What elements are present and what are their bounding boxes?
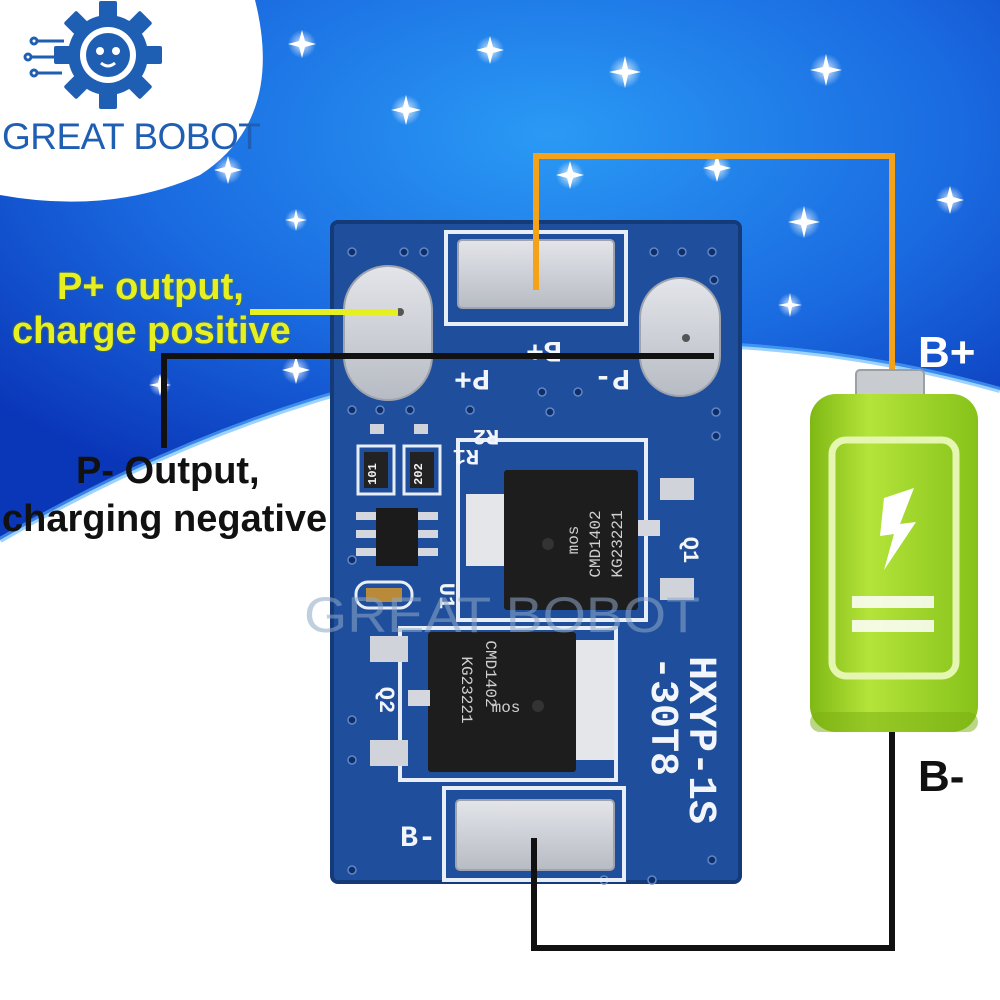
p-minus-callout-line2: charging negative bbox=[2, 498, 328, 540]
battery-positive-label: B+ bbox=[918, 328, 976, 377]
ref-u1: U1 bbox=[433, 583, 458, 609]
pad-label-p-minus: P- bbox=[594, 360, 630, 394]
resistor-r1 bbox=[356, 444, 396, 496]
ref-r1: R1 bbox=[453, 443, 479, 468]
battery-negative-label: B- bbox=[918, 752, 965, 801]
board-model-line1: HXYP-1S bbox=[677, 656, 722, 824]
battery-icon bbox=[810, 369, 978, 732]
ref-r2: R2 bbox=[473, 423, 499, 448]
capacitor bbox=[354, 580, 414, 610]
q2-brand: mos bbox=[492, 699, 521, 717]
pad-label-b-plus: B+ bbox=[526, 332, 562, 366]
resistor-codes: 101 202 bbox=[366, 463, 426, 485]
stars bbox=[149, 30, 964, 396]
pad-label-b-minus: B- bbox=[400, 822, 436, 856]
pad-label-p-plus: P+ bbox=[454, 360, 490, 394]
q1-brand: mos bbox=[565, 526, 583, 555]
code-r2: 202 bbox=[412, 463, 426, 485]
callout-line-p-minus bbox=[161, 353, 714, 448]
p-plus-callout-line1: P+ output, bbox=[57, 266, 244, 308]
board-model-line2: -30T8 bbox=[639, 656, 684, 776]
pad-p-plus bbox=[343, 265, 433, 401]
gear-logo-icon bbox=[23, 1, 162, 109]
ref-q1: Q1 bbox=[677, 537, 702, 563]
q2-part: CMD1402 bbox=[481, 640, 499, 707]
mosfet-q2 bbox=[408, 632, 614, 772]
silkscreen-labels: B+ P+ P- B- R1 R2 U1 Q1 Q2 HXYP-1S -30T8 bbox=[373, 332, 722, 856]
mosfet-markings: mos CMD1402 KG23221 mos CMD1402 KG23221 bbox=[457, 510, 627, 723]
pcb-board: B+ P+ P- B- R1 R2 U1 Q1 Q2 HXYP-1S -30T8… bbox=[330, 220, 742, 885]
pad-p-minus bbox=[639, 277, 721, 397]
q2-lot: KG23221 bbox=[457, 656, 475, 723]
q1-part: CMD1402 bbox=[587, 510, 605, 577]
ic-u1 bbox=[356, 508, 438, 566]
mosfet-q1 bbox=[466, 470, 660, 610]
brand-name: GREAT BOBOT bbox=[2, 116, 261, 157]
q1-lot: KG23221 bbox=[609, 510, 627, 577]
p-minus-callout-line1: P- Output, bbox=[76, 450, 260, 492]
watermark-text: GREAT BOBOT bbox=[304, 587, 700, 643]
wire-b-plus bbox=[533, 153, 895, 380]
p-plus-callout-line2: charge positive bbox=[12, 310, 291, 352]
lightning-bolt-icon bbox=[880, 488, 916, 570]
resistor-r2 bbox=[402, 444, 442, 496]
code-r1: 101 bbox=[366, 463, 380, 485]
wire-b-minus bbox=[531, 722, 895, 951]
ref-q2: Q2 bbox=[373, 687, 398, 713]
